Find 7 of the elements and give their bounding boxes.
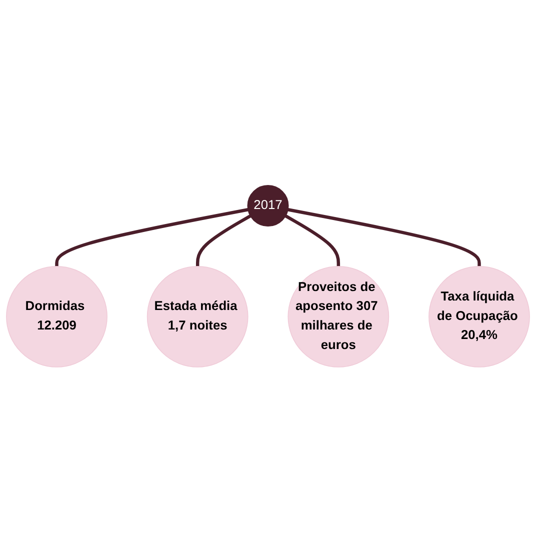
node-circle: Taxa líquida de Ocupação 20,4%	[428, 266, 530, 368]
node-circle: Dormidas 12.209	[6, 266, 108, 368]
connector	[196, 214, 252, 267]
node-circle: Estada média 1,7 noites	[146, 266, 248, 368]
connector	[284, 214, 340, 267]
node-circle: 2017	[247, 185, 289, 227]
node-circle: Proveitos de aposento 307 milhares de euros	[288, 266, 390, 368]
